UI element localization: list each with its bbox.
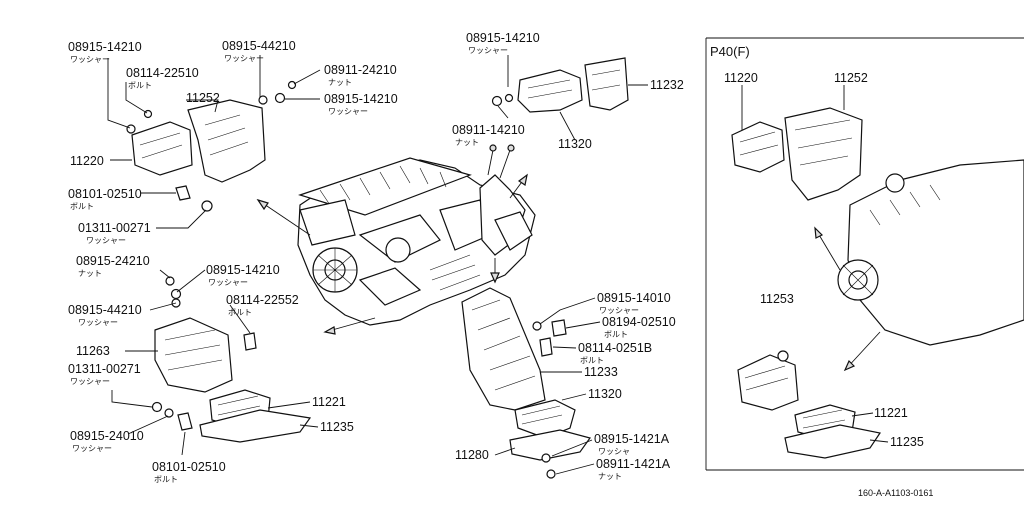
label-part-number: 11320 bbox=[558, 137, 592, 151]
label-part-desc: ボルト bbox=[228, 308, 252, 317]
engine-drawing bbox=[256, 144, 536, 335]
label-part-desc: ワッシャー bbox=[70, 55, 110, 64]
label-part-number: 11280 bbox=[455, 448, 489, 462]
center-mount-bracket-upper bbox=[491, 55, 629, 113]
label-part-number: 11221 bbox=[874, 406, 908, 420]
label-part-desc: ボルト bbox=[70, 202, 94, 211]
label-part-number: 11233 bbox=[584, 365, 618, 379]
label-part-number: 11253 bbox=[760, 292, 794, 306]
label-part-desc: ナット bbox=[328, 78, 352, 87]
label-part-number: 08101-02510 bbox=[68, 187, 142, 201]
label-part-desc: ワッシャー bbox=[86, 236, 126, 245]
label-part-desc: ワッシャー bbox=[72, 444, 112, 453]
label-part-desc: ボルト bbox=[128, 81, 152, 90]
left-mount-bracket-upper bbox=[126, 80, 297, 212]
label-part-number: 08915-14210 bbox=[324, 92, 398, 106]
label-part-desc: ボルト bbox=[580, 356, 604, 365]
label-part-number: 08915-24210 bbox=[76, 254, 150, 268]
label-part-number: 08915-44210 bbox=[222, 39, 296, 53]
label-part-number: 01311-00271 bbox=[68, 362, 141, 376]
label-part-number: 08915-44210 bbox=[68, 303, 142, 317]
inset-title: P40(F) bbox=[710, 44, 750, 59]
label-part-number: 08194-02510 bbox=[602, 315, 676, 329]
label-part-desc: ナット bbox=[598, 472, 622, 481]
inset-frame bbox=[705, 37, 1024, 471]
label-part-number: 01311-00271 bbox=[78, 221, 151, 235]
label-part-number: 08915-14210 bbox=[466, 31, 540, 45]
label-part-number: 08911-24210 bbox=[324, 63, 397, 77]
label-part-desc: ワッシャ bbox=[598, 447, 630, 456]
labels-main: 08915-14210 ワッシャー 08114-22510 ボルト 11252 … bbox=[68, 31, 684, 484]
label-part-number: 11235 bbox=[890, 435, 924, 449]
label-part-desc: ナット bbox=[455, 138, 479, 147]
label-part-number: 08114-22552 bbox=[226, 293, 299, 307]
left-mount-bracket-lower bbox=[151, 276, 312, 443]
labels-inset: P40(F) 11220 11252 11253 11221 11235 bbox=[710, 44, 924, 449]
label-part-desc: ワッシャー bbox=[599, 306, 639, 315]
label-part-number: 08915-14010 bbox=[597, 291, 671, 305]
label-part-desc: ワッシャー bbox=[468, 46, 508, 55]
label-part-number: 11232 bbox=[650, 78, 684, 92]
label-part-desc: ワッシャー bbox=[224, 54, 264, 63]
label-part-desc: ボルト bbox=[154, 475, 178, 484]
label-part-desc: ワッシャー bbox=[70, 377, 110, 386]
label-part-number: 08114-22510 bbox=[126, 66, 199, 80]
label-part-number: 08101-02510 bbox=[152, 460, 226, 474]
label-part-number: 08915-14210 bbox=[68, 40, 142, 54]
label-part-number: 08114-0251B bbox=[578, 341, 652, 355]
label-part-desc: ワッシャー bbox=[78, 318, 118, 327]
inset-drawing bbox=[731, 107, 1024, 459]
label-part-desc: ワッシャー bbox=[328, 107, 368, 116]
label-part-desc: ボルト bbox=[604, 330, 628, 339]
figure-reference: 160-A-A1103-0161 bbox=[858, 488, 933, 498]
label-part-number: 08911-1421A bbox=[596, 457, 671, 471]
label-part-number: 08911-14210 bbox=[452, 123, 525, 137]
label-part-desc: ナット bbox=[78, 269, 102, 278]
label-part-number: 11221 bbox=[312, 395, 346, 409]
center-mount-bracket-lower bbox=[461, 287, 591, 479]
label-part-number: 11220 bbox=[70, 154, 104, 168]
leader-lines bbox=[107, 55, 889, 475]
label-part-number: 11252 bbox=[186, 91, 220, 105]
label-part-number: 11220 bbox=[724, 71, 758, 85]
label-part-number: 11263 bbox=[76, 344, 110, 358]
label-part-number: 11320 bbox=[588, 387, 622, 401]
label-part-number: 08915-1421A bbox=[594, 432, 670, 446]
label-part-number: 11235 bbox=[320, 420, 354, 434]
label-part-number: 11252 bbox=[834, 71, 868, 85]
label-part-desc: ワッシャー bbox=[208, 278, 248, 287]
label-part-number: 08915-14210 bbox=[206, 263, 280, 277]
label-part-number: 08915-24010 bbox=[70, 429, 144, 443]
